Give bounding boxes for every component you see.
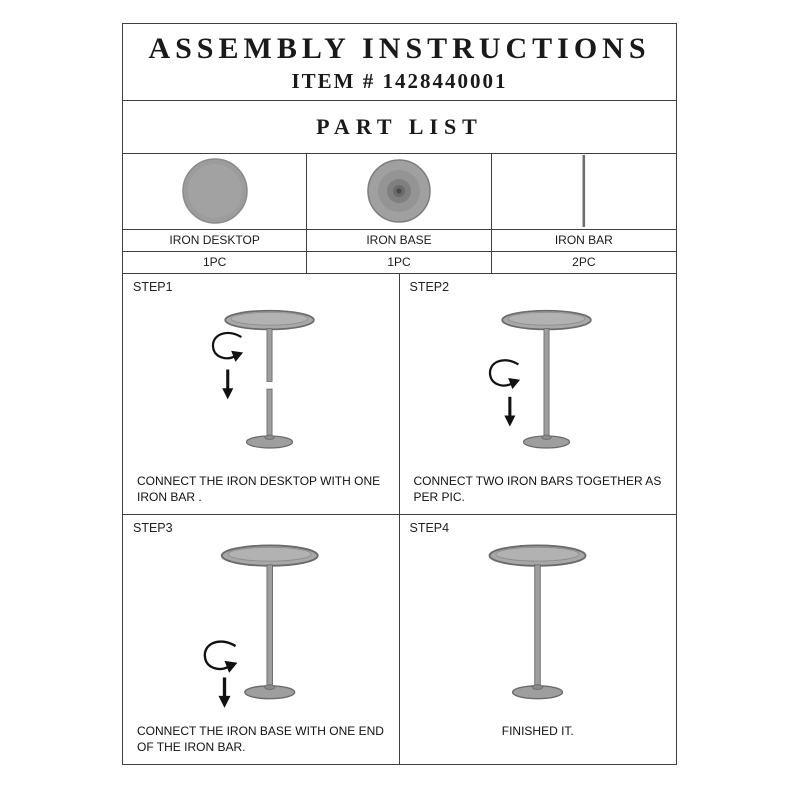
step4-diagram — [488, 544, 587, 700]
table-base — [522, 434, 570, 449]
table-base — [245, 434, 293, 449]
step1-illustration — [123, 294, 399, 475]
iron-base-image — [367, 159, 431, 223]
part-names-row: IRON DESKTOP IRON BASE IRON BAR — [123, 229, 676, 252]
iron-bar-image — [582, 155, 585, 227]
step-caption: CONNECT TWO IRON BARS TOGETHER AS PER PI… — [413, 474, 662, 504]
step2-illustration — [400, 294, 677, 475]
step1-diagram — [211, 309, 315, 449]
down-arrow-icon — [221, 369, 234, 400]
item-number: ITEM # 1428440001 — [291, 68, 508, 93]
part-list-title: PART LIST — [316, 113, 483, 139]
step-caption: CONNECT THE IRON BASE WITH ONE END OF TH… — [137, 724, 384, 754]
part-list-header: PART LIST — [123, 101, 676, 154]
step-caption: CONNECT THE IRON DESKTOP WITH ONE IRON B… — [137, 474, 381, 504]
table-top — [221, 544, 319, 568]
down-arrow-icon — [504, 396, 516, 427]
step-label: STEP1 — [133, 279, 173, 294]
step-caption: FINISHED IT. — [501, 723, 574, 738]
assembly-instructions-sheet: ASSEMBLY INSTRUCTIONS ITEM # 1428440001 … — [122, 23, 677, 765]
table-pole — [266, 328, 273, 438]
table-pole — [266, 564, 274, 688]
table-pole — [534, 564, 541, 688]
steps-grid: STEP1 — [123, 273, 677, 764]
step4-illustration — [400, 535, 677, 724]
step-cell-2: STEP2 — [399, 274, 677, 515]
part-qty: 1PC — [123, 251, 308, 274]
iron-desktop-image — [181, 158, 248, 224]
part-name: IRON BAR — [491, 230, 676, 252]
table-base — [512, 684, 564, 700]
step2-diagram — [488, 309, 592, 449]
rotate-arrow-icon — [203, 640, 238, 674]
part-image-cell — [307, 153, 492, 230]
part-qty: 2PC — [491, 252, 676, 274]
step-cell-3: STEP3 — [123, 514, 400, 764]
rotate-arrow-icon — [488, 359, 520, 390]
rotate-arrow-icon — [211, 331, 243, 362]
down-arrow-icon — [218, 677, 231, 709]
step-label: STEP2 — [409, 279, 450, 294]
header: ASSEMBLY INSTRUCTIONS ITEM # 1428440001 — [123, 24, 676, 101]
part-image-cell — [491, 154, 676, 230]
step-cell-4: STEP4 FINISHED IT. — [400, 515, 677, 764]
part-name: IRON BASE — [307, 229, 492, 252]
step-label: STEP3 — [133, 520, 173, 535]
table-top — [488, 544, 587, 567]
part-qty: 1PC — [307, 251, 492, 274]
step-cell-1: STEP1 — [123, 273, 400, 515]
part-qty-row: 1PC 1PC 2PC — [123, 251, 676, 274]
table-top — [501, 309, 592, 331]
part-name: IRON DESKTOP — [123, 229, 308, 252]
step3-diagram — [203, 544, 319, 709]
part-image-cell — [123, 153, 308, 230]
table-pole — [543, 328, 550, 438]
page-title: ASSEMBLY INSTRUCTIONS — [148, 32, 651, 65]
table-top — [224, 309, 315, 331]
step-label: STEP4 — [409, 520, 450, 535]
part-images-row — [123, 153, 676, 230]
step3-illustration — [123, 535, 399, 725]
table-base — [244, 684, 296, 700]
